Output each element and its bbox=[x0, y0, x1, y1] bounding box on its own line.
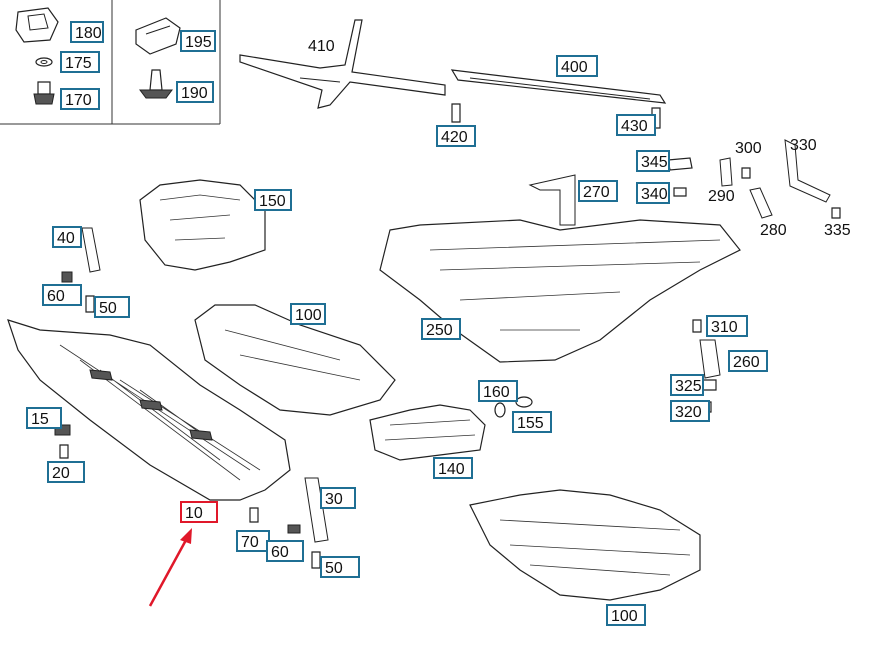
callout-260[interactable]: 260 bbox=[728, 350, 768, 372]
callout-30[interactable]: 30 bbox=[320, 487, 356, 509]
callout-250[interactable]: 250 bbox=[421, 318, 461, 340]
callout-100-lower[interactable]: 100 bbox=[606, 604, 646, 626]
callout-310[interactable]: 310 bbox=[706, 315, 748, 337]
clip-60-upper bbox=[61, 271, 73, 283]
underbody-panel-100-upper bbox=[194, 304, 396, 416]
bracket-330 bbox=[784, 139, 831, 203]
legend-label-180[interactable]: 180 bbox=[70, 21, 104, 43]
callout-40[interactable]: 40 bbox=[52, 226, 82, 248]
air-duct-150 bbox=[139, 179, 266, 271]
bolt-icon-170 bbox=[33, 81, 55, 105]
callout-20[interactable]: 20 bbox=[47, 461, 85, 483]
legend-label-170[interactable]: 170 bbox=[60, 88, 100, 110]
clip-icon-195 bbox=[135, 17, 181, 55]
callout-155[interactable]: 155 bbox=[512, 411, 552, 433]
callout-15[interactable]: 15 bbox=[26, 407, 62, 429]
bolt-50-upper bbox=[85, 295, 95, 313]
callout-400[interactable]: 400 bbox=[556, 55, 598, 77]
clip-60-lower bbox=[287, 524, 301, 534]
callout-60-lower[interactable]: 60 bbox=[266, 540, 304, 562]
highlight-arrow-line bbox=[148, 539, 188, 607]
callout-100-upper[interactable]: 100 bbox=[290, 303, 326, 325]
bolt-300 bbox=[741, 167, 751, 179]
bracket-280 bbox=[749, 187, 773, 219]
bolt-70 bbox=[249, 507, 259, 523]
callout-140[interactable]: 140 bbox=[433, 457, 473, 479]
engine-shield-100-lower bbox=[469, 489, 701, 601]
callout-50-lower[interactable]: 50 bbox=[320, 556, 360, 578]
clip-325 bbox=[701, 379, 717, 391]
underbody-panel-250 bbox=[379, 174, 741, 363]
callout-430[interactable]: 430 bbox=[616, 114, 656, 136]
air-guide-140 bbox=[369, 404, 486, 461]
callout-420[interactable]: 420 bbox=[436, 125, 476, 147]
bracket-30 bbox=[304, 477, 329, 543]
legend-label-175[interactable]: 175 bbox=[60, 51, 100, 73]
bolt-50-lower bbox=[311, 551, 321, 569]
clip-nut-icon-180 bbox=[15, 7, 59, 43]
callout-325[interactable]: 325 bbox=[670, 374, 704, 396]
callout-10-highlighted[interactable]: 10 bbox=[180, 501, 218, 523]
long-strut-400 bbox=[450, 69, 667, 104]
bolt-420 bbox=[451, 103, 461, 123]
callout-330[interactable]: 330 bbox=[790, 137, 817, 154]
clip-345 bbox=[667, 157, 693, 171]
callout-60-upper[interactable]: 60 bbox=[42, 284, 82, 306]
highlight-arrow-head bbox=[180, 528, 192, 544]
washer-160 bbox=[494, 402, 506, 418]
cross-strut-410 bbox=[239, 19, 446, 109]
bolt-335 bbox=[831, 207, 841, 219]
callout-270[interactable]: 270 bbox=[578, 180, 618, 202]
callout-300[interactable]: 300 bbox=[735, 140, 762, 157]
legend-label-190[interactable]: 190 bbox=[176, 81, 214, 103]
bracket-40 bbox=[81, 227, 101, 273]
push-rivet-icon-190 bbox=[139, 69, 173, 99]
nut-340 bbox=[673, 187, 687, 197]
callout-335[interactable]: 335 bbox=[824, 222, 851, 239]
callout-345[interactable]: 345 bbox=[636, 150, 670, 172]
bracket-260 bbox=[699, 339, 721, 379]
bracket-290 bbox=[719, 157, 733, 187]
callout-280[interactable]: 280 bbox=[760, 222, 787, 239]
legend-label-195[interactable]: 195 bbox=[180, 30, 216, 52]
washer-155 bbox=[515, 396, 533, 408]
bumper-undertray-10 bbox=[7, 319, 291, 501]
callout-150[interactable]: 150 bbox=[254, 189, 292, 211]
callout-410[interactable]: 410 bbox=[308, 38, 335, 55]
bolt-20 bbox=[59, 444, 69, 459]
callout-340[interactable]: 340 bbox=[636, 182, 670, 204]
bolt-310 bbox=[692, 319, 702, 333]
callout-160[interactable]: 160 bbox=[478, 380, 518, 402]
callout-290[interactable]: 290 bbox=[708, 188, 735, 205]
callout-50-upper[interactable]: 50 bbox=[94, 296, 130, 318]
washer-icon-175 bbox=[35, 57, 53, 67]
callout-320[interactable]: 320 bbox=[670, 400, 710, 422]
callout-70[interactable]: 70 bbox=[236, 530, 270, 552]
